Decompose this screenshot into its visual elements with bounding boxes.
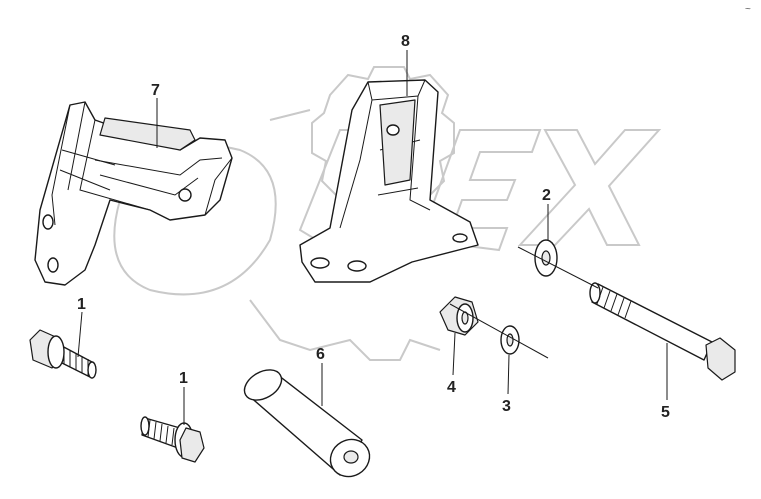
leader-lines: [77, 50, 668, 425]
leader-1a: [77, 311, 83, 358]
watermark-gear-outline: [311, 66, 455, 206]
callout-1b: 1: [179, 370, 188, 387]
bracket-8-hole-upper: [386, 124, 400, 136]
leader-4: [452, 332, 456, 376]
part-3-washer[interactable]: [500, 325, 520, 355]
callout-6: 6: [316, 346, 325, 363]
callout-labels: 7 8 2 1 1 6 4 3 5: [77, 33, 670, 421]
callout-4: 4: [447, 379, 456, 396]
bracket-7-hole-side: [178, 188, 192, 202]
bracket-8-hole-mid: [347, 260, 367, 272]
spacer-bore: [343, 450, 359, 464]
part-8-bracket[interactable]: [299, 79, 479, 283]
part-1-bolt-left[interactable]: [29, 329, 97, 379]
watermark-letter-x: [517, 129, 662, 246]
callout-5: 5: [661, 404, 670, 421]
callout-3: 3: [502, 398, 511, 415]
callout-8: 8: [401, 33, 410, 50]
assembly-axis-lines: [449, 246, 599, 359]
part-1-bolt-lower[interactable]: [140, 416, 205, 463]
part-4-nut[interactable]: [439, 296, 479, 336]
leader-3: [507, 354, 510, 395]
bracket-7-hole-upper: [42, 214, 54, 230]
callout-2: 2: [542, 187, 551, 204]
part-5-long-bolt[interactable]: [589, 282, 736, 381]
watermark-letter-e: [418, 129, 542, 252]
bracket-8-hole-left: [310, 257, 330, 269]
corner-mark: ~: [745, 4, 751, 15]
bracket-7-hole-lower: [47, 257, 59, 273]
bracket-8-hole-right: [452, 233, 468, 243]
callout-1a: 1: [77, 296, 86, 313]
callout-7: 7: [151, 82, 160, 99]
part-2-washer[interactable]: [534, 239, 558, 277]
part-7-bracket[interactable]: [34, 101, 233, 286]
part-6-spacer[interactable]: [239, 364, 376, 484]
